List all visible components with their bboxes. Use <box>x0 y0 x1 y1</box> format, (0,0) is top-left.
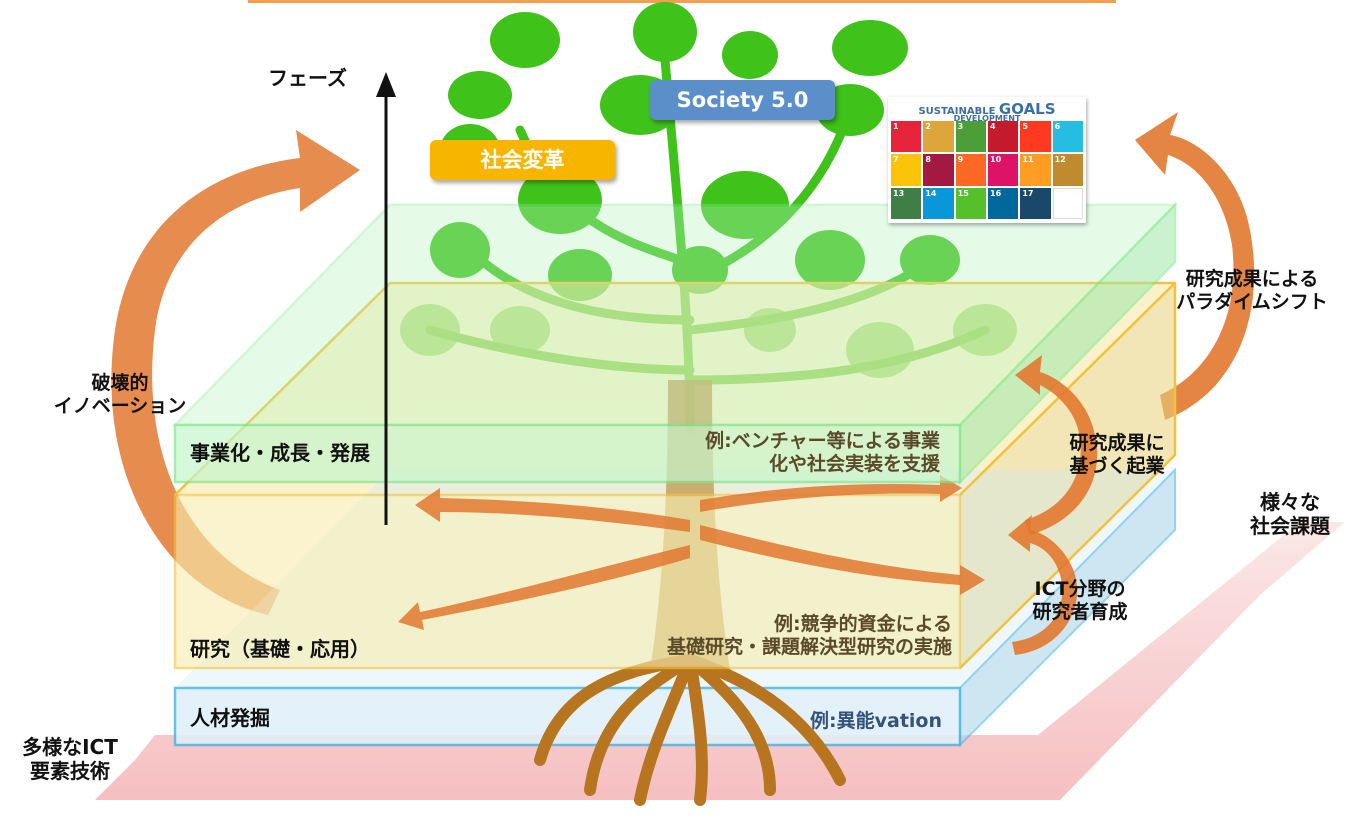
startup-arrow <box>1015 355 1098 535</box>
disruptive-innovation-label: 破壊的 イノベーション <box>53 372 187 417</box>
sdg-goal-tile: 2 <box>923 121 954 153</box>
sdg-goal-tile: 6 <box>1052 121 1083 153</box>
sdg-title: SUSTAINABLE GOALS DEVELOPMENT <box>892 100 1082 123</box>
sdg-goal-tile: 3 <box>955 121 986 153</box>
sdg-goal-tile: 5 <box>1020 121 1051 153</box>
phase-axis-arrowhead <box>376 72 396 97</box>
sdg-goal-tile: 1 <box>891 121 922 153</box>
sdg-title-bottom: DEVELOPMENT <box>953 114 1021 123</box>
sdg-goal-tile: 8 <box>923 154 954 186</box>
talent-layer-example: 例:異能vation <box>810 710 942 732</box>
sdg-goal-tile: 11 <box>1020 154 1051 186</box>
sdg-title-top: SUSTAINABLE <box>918 106 996 117</box>
social-transformation-badge: 社会変革 <box>430 140 615 180</box>
talent-layer-title: 人材発掘 <box>190 706 270 730</box>
business-layer-front <box>173 423 962 484</box>
sdg-goal-tile: 17 <box>1020 187 1051 219</box>
phase-axis-label: フェーズ <box>268 66 347 90</box>
paradigm-shift-arrow <box>1135 112 1255 420</box>
startup-label: 研究成果に 基づく起業 <box>1069 432 1165 477</box>
researcher-training-arrow <box>1008 515 1078 655</box>
sdg-goal-tile: 10 <box>988 154 1019 186</box>
sdg-goal-tile: 12 <box>1052 154 1083 186</box>
research-spread-arrows <box>398 475 985 630</box>
sdg-goal-tile: 15 <box>955 187 986 219</box>
sdg-goal-tile <box>1052 187 1083 219</box>
sdg-goal-tile: 14 <box>923 187 954 219</box>
sdg-goal-tile: 9 <box>955 154 986 186</box>
top-border-line <box>248 0 1116 3</box>
society5-badge: Society 5.0 <box>650 80 835 120</box>
paradigm-shift-label: 研究成果による パラダイムシフト <box>1176 268 1328 313</box>
disruptive-innovation-arrow <box>111 130 360 615</box>
research-layer-side <box>960 283 1175 668</box>
sdg-goal-tile: 13 <box>891 187 922 219</box>
researcher-training-label: ICT分野の 研究者育成 <box>1032 578 1128 623</box>
business-layer-example: 例:ベンチャー等による事業 化や社会実装を支援 <box>705 430 940 475</box>
social-issues-label: 様々な 社会課題 <box>1250 490 1330 538</box>
sdg-goal-tile: 7 <box>891 154 922 186</box>
research-layer-title: 研究（基礎・応用） <box>190 637 370 661</box>
business-layer-title: 事業化・成長・発展 <box>190 441 370 465</box>
ict-technologies-label: 多様なICT 要素技術 <box>22 735 118 783</box>
sdg-goal-tile: 16 <box>988 187 1019 219</box>
sdg-goal-tile: 4 <box>988 121 1019 153</box>
research-layer-example: 例:競争的資金による 基礎研究・課題解決型研究の実施 <box>666 613 952 658</box>
sdg-title-word: GOALS <box>998 100 1056 118</box>
